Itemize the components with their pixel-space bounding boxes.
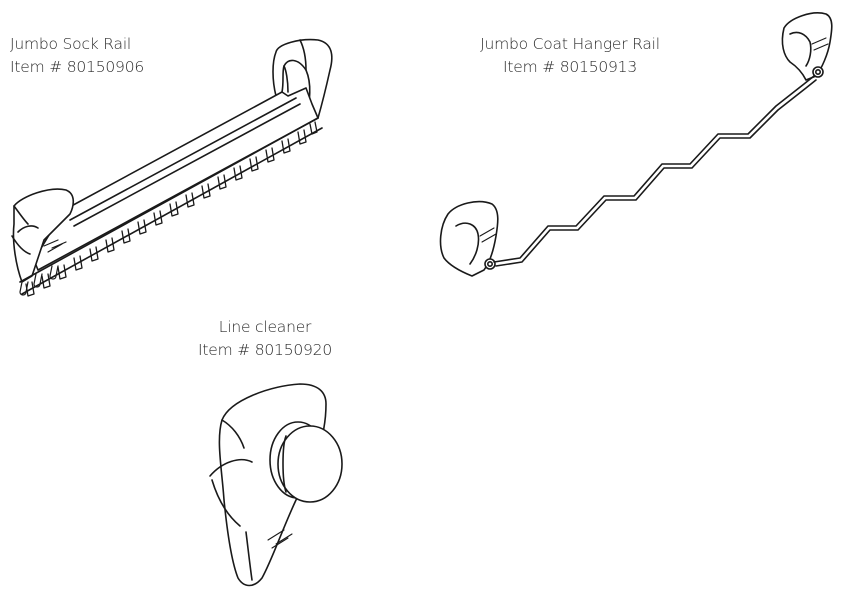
sock-rail-left-clip [12, 188, 75, 283]
coat-rail-wire [493, 75, 815, 263]
sock-rail-item-number: Item # 80150906 [10, 58, 145, 76]
line-cleaner-label: Line cleaner Item # 80150920 [190, 316, 340, 362]
coat-rail-right-clip [781, 12, 833, 81]
coat-rail-left-clip [439, 200, 499, 277]
sock-rail-pegs [25, 121, 318, 297]
sock-rail-body [33, 87, 319, 271]
coat-rail-name: Jumbo Coat Hanger Rail [480, 35, 660, 53]
coat-rail-label: Jumbo Coat Hanger Rail Item # 80150913 [470, 33, 670, 79]
line-cleaner-name: Line cleaner [218, 318, 312, 336]
sock-rail-label: Jumbo Sock Rail Item # 80150906 [10, 33, 144, 79]
sock-rail-name: Jumbo Sock Rail [10, 35, 132, 53]
line-cleaner-roller [277, 425, 343, 503]
line-cleaner-item-number: Item # 80150920 [197, 341, 333, 359]
line-cleaner-illustration [209, 383, 343, 587]
coat-rail-item-number: Item # 80150913 [502, 58, 638, 76]
sock-rail-illustration [11, 38, 333, 297]
coat-rail-illustration [439, 12, 833, 277]
